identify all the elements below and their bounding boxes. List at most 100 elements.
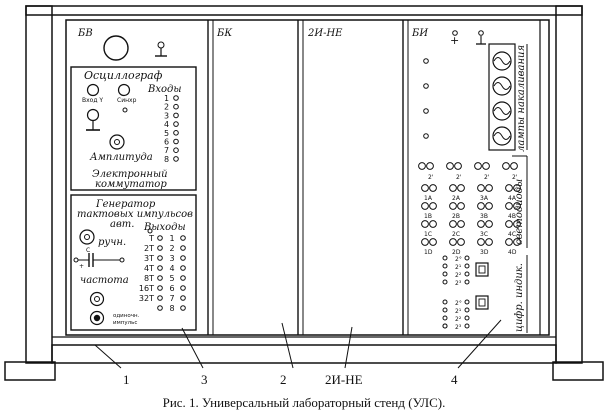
led-socket-icon[interactable] xyxy=(485,202,493,210)
output-socket-icon[interactable] xyxy=(180,305,186,311)
period-socket-icon[interactable] xyxy=(157,255,163,261)
led-icon[interactable] xyxy=(449,184,457,192)
period-socket-icon[interactable] xyxy=(157,245,163,251)
output-socket-icon[interactable] xyxy=(180,255,186,261)
period-socket-icon[interactable] xyxy=(157,285,163,291)
lamp-socket-icon[interactable] xyxy=(423,58,429,64)
led-socket-icon[interactable] xyxy=(457,238,465,246)
led-socket-icon[interactable] xyxy=(457,202,465,210)
led-socket-icon[interactable] xyxy=(457,220,465,228)
led-socket-icon[interactable] xyxy=(513,202,521,210)
output-socket-icon[interactable] xyxy=(180,245,186,251)
period-socket-icon[interactable] xyxy=(157,295,163,301)
ground-terminal-icon[interactable] xyxy=(155,41,167,57)
capacitor-icon[interactable] xyxy=(73,253,125,267)
led-socket-icon[interactable] xyxy=(429,184,437,192)
led-icon[interactable] xyxy=(449,238,457,246)
sync-jack-icon[interactable] xyxy=(117,83,131,97)
led-icon[interactable] xyxy=(421,202,429,210)
bi-ground-terminal-icon[interactable] xyxy=(476,30,486,45)
led-socket-icon[interactable] xyxy=(513,238,521,246)
led-top-socket-icon[interactable] xyxy=(474,162,482,170)
led-icon[interactable] xyxy=(449,220,457,228)
amplitude-knob-icon[interactable] xyxy=(109,134,125,150)
period-socket-icon[interactable] xyxy=(157,265,163,271)
led-icon[interactable] xyxy=(477,238,485,246)
led-socket-icon[interactable] xyxy=(429,202,437,210)
digit-socket-icon[interactable] xyxy=(442,279,448,285)
input-socket-icon[interactable] xyxy=(173,121,179,127)
digit-socket-icon[interactable] xyxy=(442,255,448,261)
single-pulse-button-icon[interactable] xyxy=(89,310,105,326)
digit-socket-icon[interactable] xyxy=(464,299,470,305)
scope-ground-icon[interactable] xyxy=(86,108,100,131)
digit-socket-icon[interactable] xyxy=(442,307,448,313)
seven-segment-icon xyxy=(475,262,489,277)
led-icon[interactable] xyxy=(477,220,485,228)
led-top-socket-icon[interactable] xyxy=(502,162,510,170)
digit-socket-icon[interactable] xyxy=(464,279,470,285)
led-icon[interactable] xyxy=(421,238,429,246)
digit-socket-icon[interactable] xyxy=(442,271,448,277)
period-socket-icon[interactable] xyxy=(157,305,163,311)
led-top-socket-icon[interactable] xyxy=(426,162,434,170)
power-knob-icon[interactable] xyxy=(103,35,129,61)
lamp-socket-icon[interactable] xyxy=(423,133,429,139)
led-top-socket-icon[interactable] xyxy=(418,162,426,170)
led-icon[interactable] xyxy=(449,202,457,210)
digit-socket-icon[interactable] xyxy=(464,323,470,329)
led-top-socket-icon[interactable] xyxy=(482,162,490,170)
digit-socket-icon[interactable] xyxy=(464,263,470,269)
led-socket-icon[interactable] xyxy=(485,220,493,228)
led-icon[interactable] xyxy=(477,184,485,192)
digit-socket-icon[interactable] xyxy=(464,255,470,261)
led-icon[interactable] xyxy=(505,238,513,246)
led-top-socket-icon[interactable] xyxy=(454,162,462,170)
output-socket-icon[interactable] xyxy=(180,265,186,271)
manual-knob-icon[interactable] xyxy=(79,229,95,245)
input-socket-icon[interactable] xyxy=(173,156,179,162)
digit-socket-icon[interactable] xyxy=(464,307,470,313)
digit-socket-icon[interactable] xyxy=(464,315,470,321)
period-socket-icon[interactable] xyxy=(157,235,163,241)
led-socket-icon[interactable] xyxy=(485,184,493,192)
led-top-socket-icon[interactable] xyxy=(510,162,518,170)
output-socket-icon[interactable] xyxy=(180,275,186,281)
output-socket-icon[interactable] xyxy=(180,295,186,301)
led-icon[interactable] xyxy=(505,220,513,228)
lamp-socket-icon[interactable] xyxy=(423,83,429,89)
plus-terminal-icon[interactable] xyxy=(452,30,458,36)
input-socket-icon[interactable] xyxy=(173,138,179,145)
led-socket-icon[interactable] xyxy=(485,238,493,246)
period-socket-icon[interactable] xyxy=(157,275,163,281)
led-icon[interactable] xyxy=(421,184,429,192)
generator-title-1: Генератор xyxy=(95,199,156,210)
auto-socket-icon[interactable] xyxy=(147,228,153,234)
digit-socket-icon[interactable] xyxy=(442,299,448,305)
input-socket-icon[interactable] xyxy=(173,130,179,136)
sync-socket-icon[interactable] xyxy=(122,107,128,113)
output-socket-icon[interactable] xyxy=(180,235,186,241)
frequency-knob-icon[interactable] xyxy=(89,291,105,307)
led-top-socket-icon[interactable] xyxy=(446,162,454,170)
lamp-socket-icon[interactable] xyxy=(423,108,429,114)
input-socket-icon[interactable] xyxy=(173,112,179,119)
digit-socket-icon[interactable] xyxy=(442,323,448,329)
digit-socket-icon[interactable] xyxy=(442,263,448,269)
led-socket-icon[interactable] xyxy=(429,238,437,246)
led-socket-icon[interactable] xyxy=(513,184,521,192)
digit-socket-icon[interactable] xyxy=(442,315,448,321)
led-socket-icon[interactable] xyxy=(513,220,521,228)
input-socket-icon[interactable] xyxy=(173,103,179,110)
led-socket-icon[interactable] xyxy=(457,184,465,192)
input-socket-icon[interactable] xyxy=(173,95,179,101)
led-icon[interactable] xyxy=(505,202,513,210)
led-socket-icon[interactable] xyxy=(429,220,437,228)
led-icon[interactable] xyxy=(477,202,485,210)
led-icon[interactable] xyxy=(505,184,513,192)
digit-socket-icon[interactable] xyxy=(464,271,470,277)
input-y-jack-icon[interactable] xyxy=(86,83,100,97)
output-socket-icon[interactable] xyxy=(180,285,186,291)
input-socket-icon[interactable] xyxy=(173,147,179,153)
led-icon[interactable] xyxy=(421,220,429,228)
